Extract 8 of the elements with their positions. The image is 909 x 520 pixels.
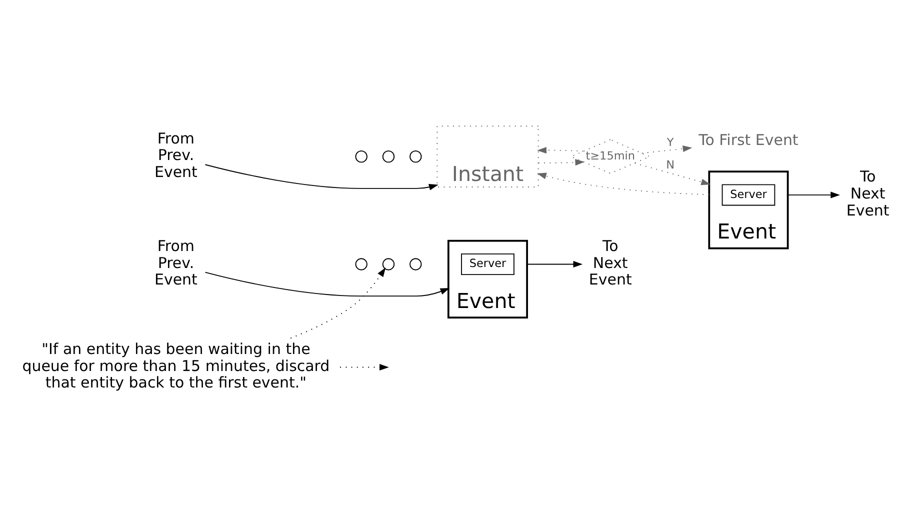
node-text: To First Event	[698, 130, 798, 149]
node-text: To Next Event	[588, 236, 632, 288]
node-text: "If an entity has been waiting in the queue for more than 15 minutes, discard that entity back to the first event."	[22, 339, 330, 392]
node-text: From Prev. Event	[154, 128, 198, 180]
edge-label: N	[666, 158, 675, 171]
edge-label: Y	[666, 135, 674, 148]
node-text: To Next Event	[846, 167, 890, 219]
node-text: From Prev. Event	[154, 236, 198, 288]
